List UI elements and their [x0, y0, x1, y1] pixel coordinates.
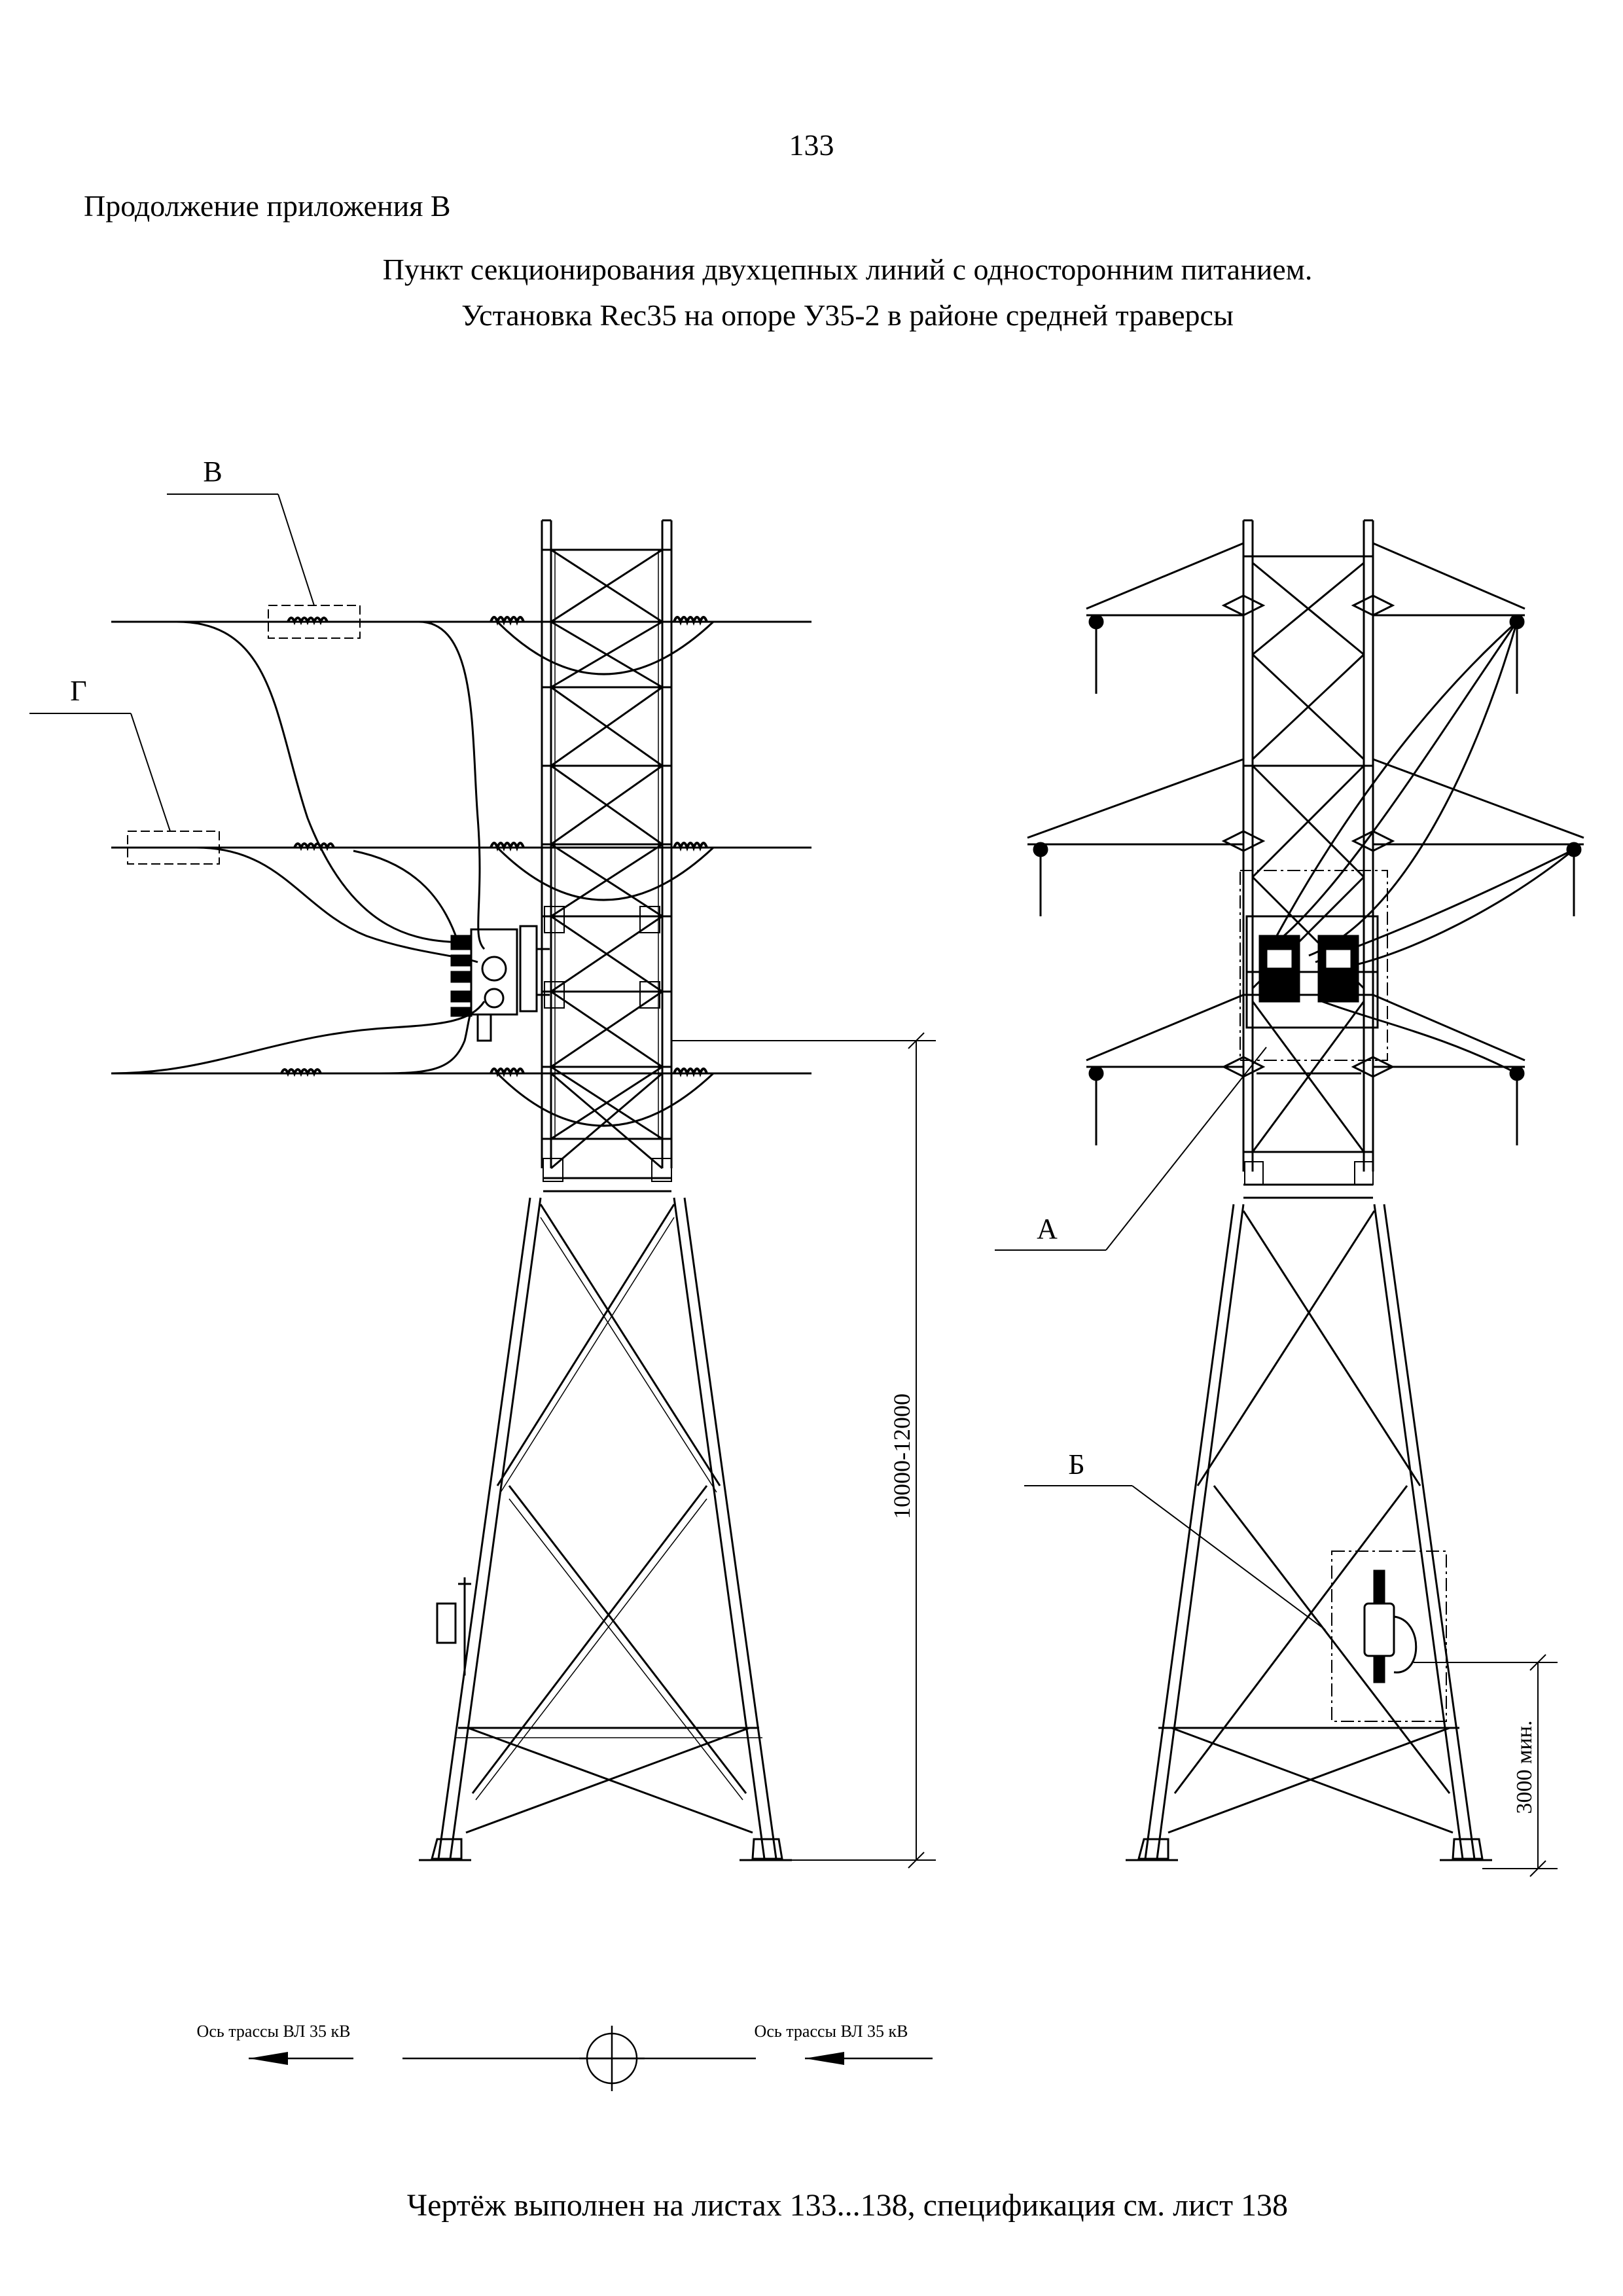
axis-label-left: Ось трассы ВЛ 35 кВ: [197, 2022, 351, 2041]
front-lower-body: [1126, 1161, 1492, 1861]
page-number: 133: [789, 128, 834, 162]
front-tap-cables: [1268, 620, 1575, 1075]
lower-tower-body: [419, 1197, 792, 1861]
callout-g: Г: [70, 675, 86, 707]
detail-boxes-left: [127, 605, 361, 865]
leaders-right: [995, 1047, 1326, 1630]
detail-boxes-right: [1240, 870, 1447, 1722]
insulator-strings: [280, 616, 708, 1077]
min-height-dimension: [1414, 1654, 1558, 1877]
title-line-2: Установка Rec35 на опоре У35-2 в районе …: [461, 298, 1234, 332]
callout-b: Б: [1068, 1448, 1084, 1480]
front-crossarms: [1027, 542, 1584, 1078]
recloser-assembly: [450, 925, 550, 1042]
jumper-loops: [496, 620, 715, 1127]
axis-label-right: Ось трассы ВЛ 35 кВ: [755, 2022, 908, 2041]
footer-note: Чертёж выполнен на листах 133...138, спе…: [406, 2188, 1289, 2223]
tower-transition: [543, 1158, 672, 1193]
detail-box-b: [1331, 1551, 1447, 1722]
route-axis: [249, 2026, 933, 2091]
side-view: [111, 519, 812, 1861]
tap-cables: [111, 620, 486, 1075]
callout-a: А: [1037, 1213, 1058, 1245]
front-recloser-cluster: [1245, 915, 1379, 1029]
front-view: [1027, 519, 1584, 1861]
detail-box-a: [1240, 870, 1388, 1061]
continuation-heading: Продолжение приложения В: [84, 189, 451, 223]
callout-v: В: [203, 456, 222, 488]
height-dimension: [671, 1032, 936, 1869]
leaders-left: [29, 493, 315, 832]
control-cabinet: [1363, 1570, 1418, 1683]
cabinet-on-leg: [436, 1577, 471, 1676]
detail-box-g: [127, 831, 220, 865]
min-height-dimension-label: 3000 мин.: [1512, 1721, 1537, 1814]
front-mast: [1242, 519, 1374, 1172]
height-dimension-label: 10000-12000: [889, 1393, 915, 1519]
upper-mast: [541, 519, 673, 1170]
title-line-1: Пункт секционирования двухцепных линий с…: [382, 253, 1313, 286]
